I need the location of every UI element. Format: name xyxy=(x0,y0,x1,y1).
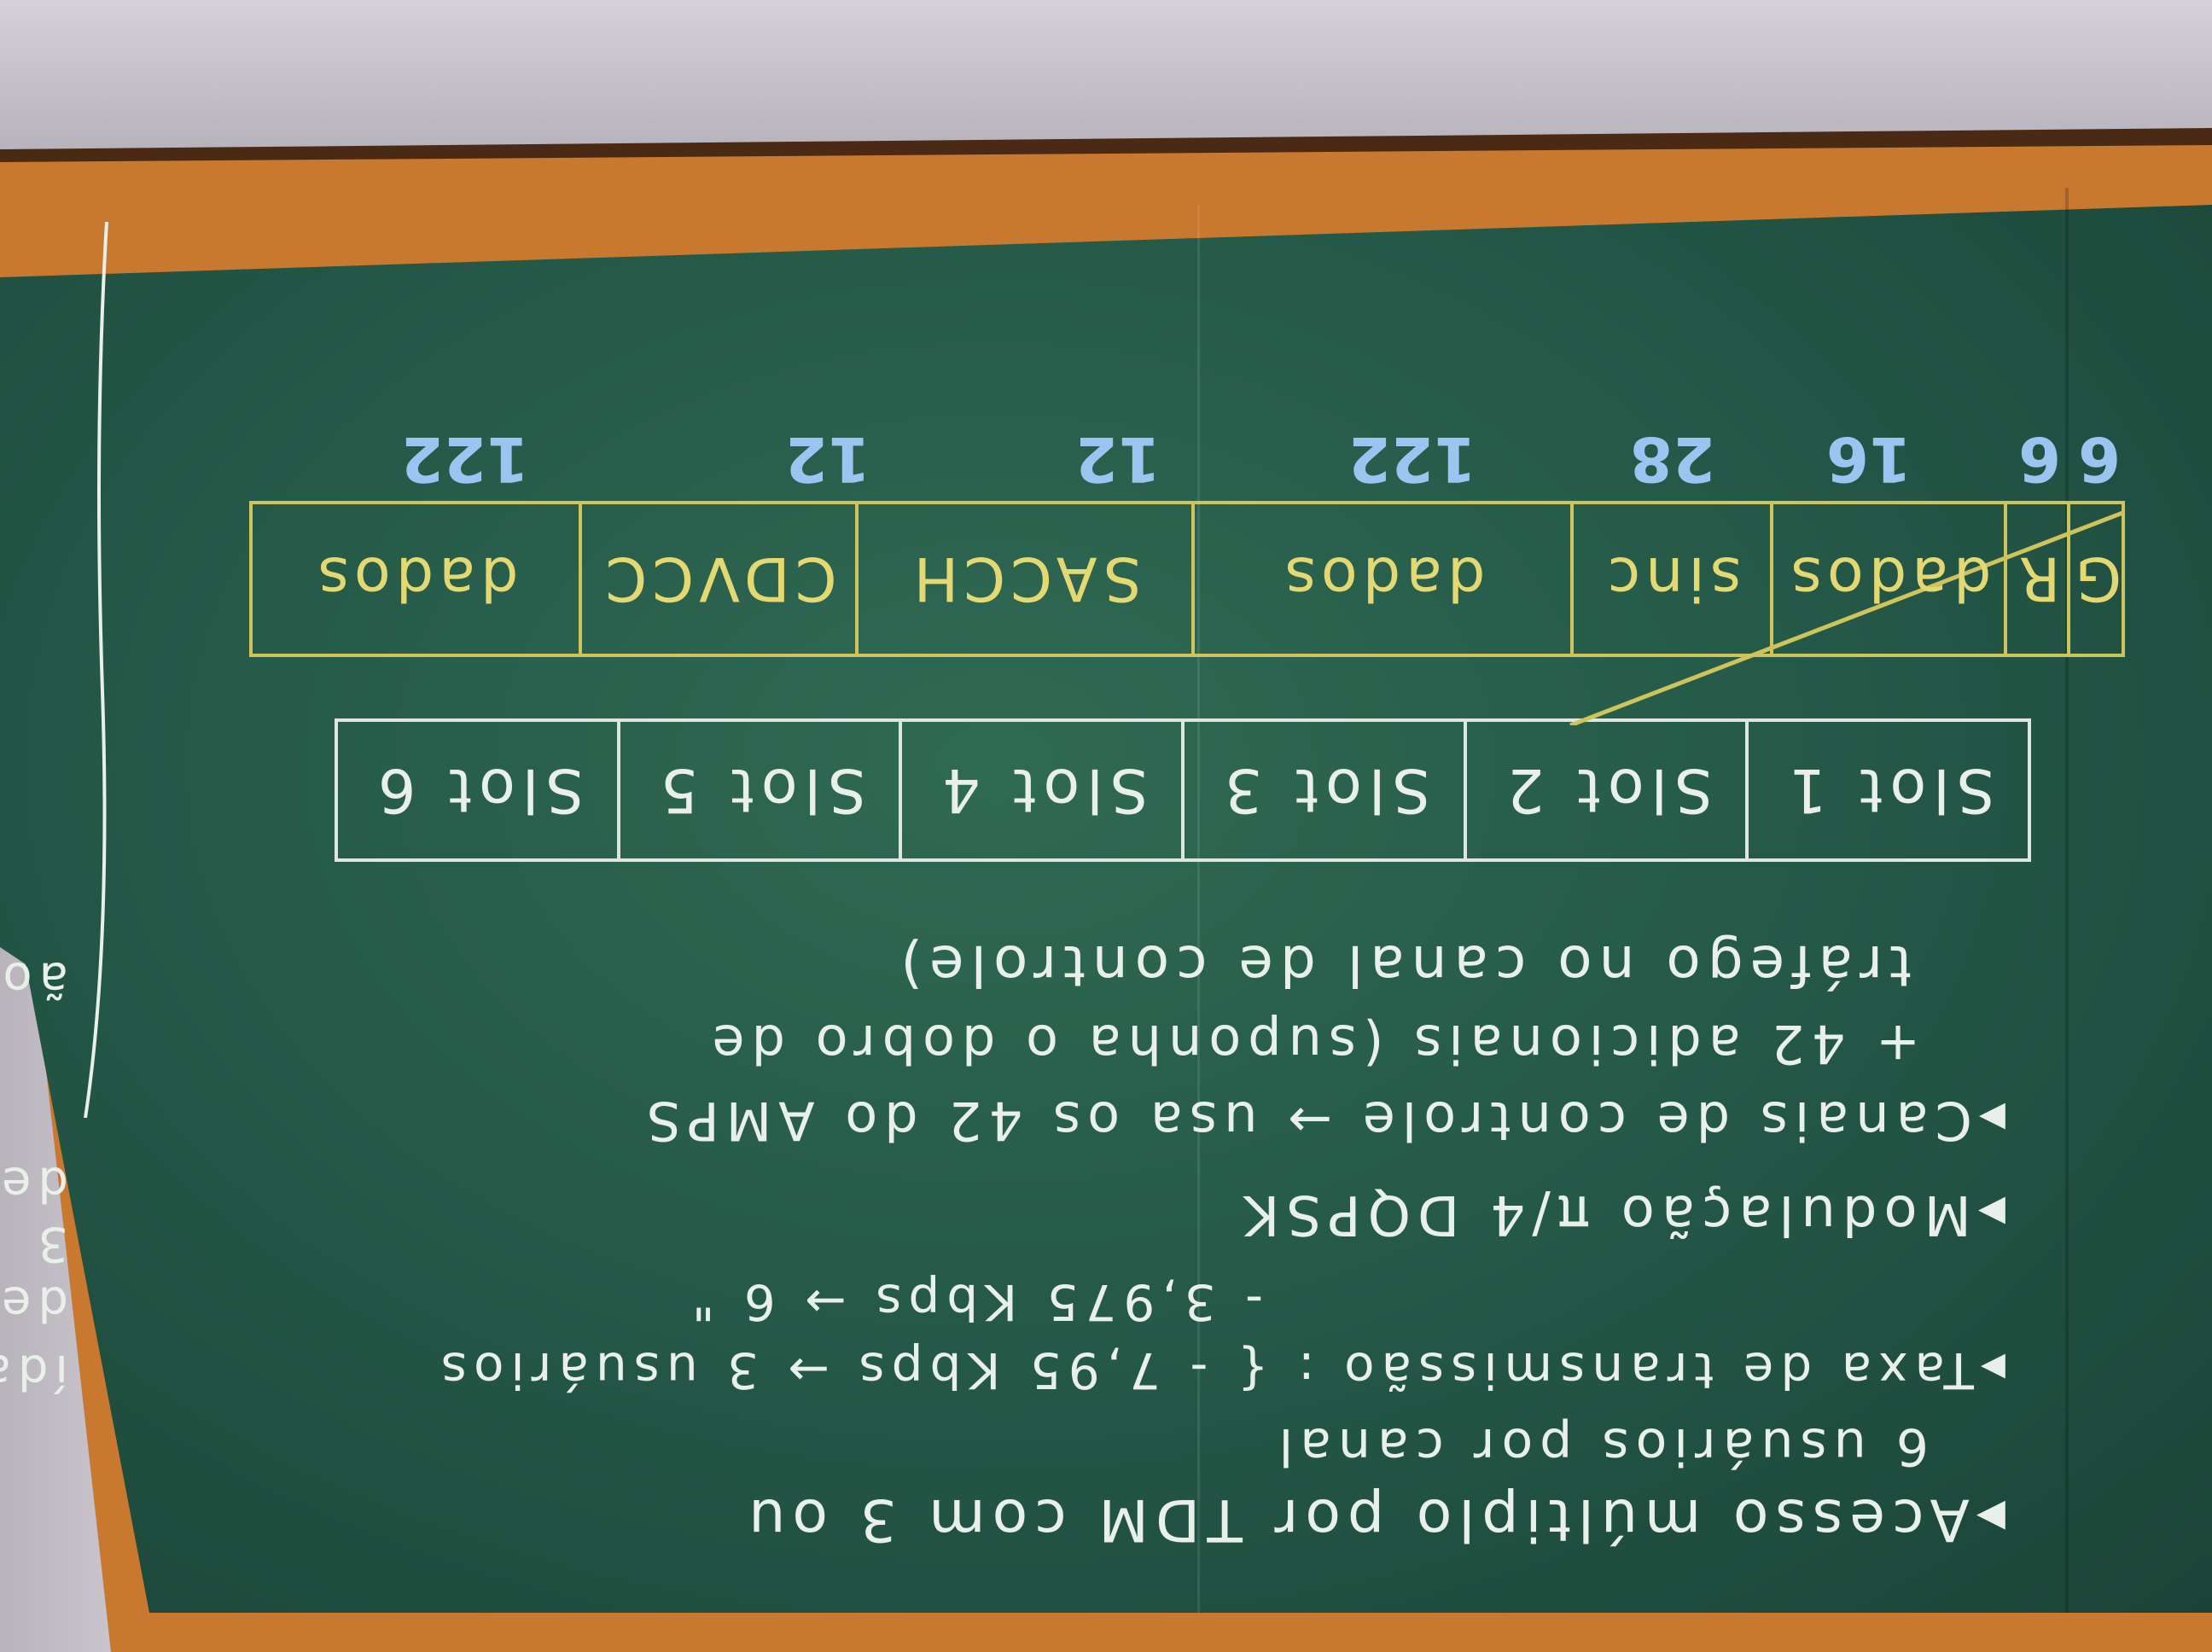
bits-sacch: 12 xyxy=(1074,423,1161,495)
field-dados-3: dados xyxy=(312,544,519,614)
bits-g: 6 xyxy=(2077,423,2121,495)
slot-1: Slot 1 xyxy=(1745,722,2028,858)
tdm-slot-row: Slot 1 Slot 2 Slot 3 Slot 4 Slot 5 Slot … xyxy=(335,718,2031,862)
bits-cdvcc: 12 xyxy=(784,423,870,495)
note-line-6: ▸Canais de controle → usa os 42 do AMPS xyxy=(639,1090,2005,1152)
note-line-2: 6 usuários por canal xyxy=(1272,1416,1929,1476)
note-line-3: ▸Taxa de transmissão : { - 7,95 Kbps → 3… xyxy=(434,1341,2005,1399)
frame-bit-counts: 6 6 16 28 122 12 12 122 xyxy=(256,418,2125,495)
note-line-5: ▸Modulação π/4 DQPSK xyxy=(1237,1183,2005,1246)
field-cdvcc: CDVCC xyxy=(579,504,855,654)
fragment-4: de xyxy=(0,1156,68,1212)
field-dados-2: dados xyxy=(1191,504,1570,654)
bits-sinc: 28 xyxy=(1629,423,1715,495)
board-panel-edge xyxy=(2065,188,2069,1613)
field-r: R xyxy=(2004,504,2067,654)
note-line-1: ▸Acesso múltiplo por TDM com 3 ou xyxy=(742,1486,2005,1553)
fragment-5: ão xyxy=(0,951,68,1007)
slot-2: Slot 2 xyxy=(1463,722,1746,858)
bits-dados-3: 122 xyxy=(400,423,529,495)
fragment-2: de xyxy=(0,1276,68,1331)
bits-dados-2: 122 xyxy=(1348,423,1476,495)
slot-4: Slot 4 xyxy=(899,722,1181,858)
board-seam xyxy=(1197,205,1200,1613)
slot-frame-structure: G R dados sinc dados SACCH CDVCC dados xyxy=(249,501,2125,657)
chalkboard xyxy=(0,205,2212,1613)
field-sinc: sinc xyxy=(1570,504,1770,654)
chalk-writing: ▸Acesso múltiplo por TDM com 3 ou 6 usuá… xyxy=(0,205,2133,1613)
slot-5: Slot 5 xyxy=(616,722,899,858)
slot-6: Slot 6 xyxy=(370,755,584,825)
note-line-7: + 42 adicionais (suponha o dobro de xyxy=(705,1013,1920,1075)
wall-background xyxy=(0,0,2212,149)
field-g: G xyxy=(2067,504,2122,654)
fragment-3: 3 xyxy=(31,1216,68,1271)
slot-3: Slot 3 xyxy=(1180,722,1464,858)
note-line-8: tráfego no canal de controle) xyxy=(894,933,1912,998)
field-sacch: SACCH xyxy=(855,504,1191,654)
slot-expansion-lines xyxy=(1569,509,2125,725)
chalk-bracket xyxy=(84,222,108,1118)
note-line-4: - 3,975 Kbps → 6 " xyxy=(684,1273,1263,1331)
fragment-1: ída xyxy=(0,1344,68,1399)
field-dados-1: dados xyxy=(1770,504,2004,654)
bits-r: 6 xyxy=(2017,423,2061,495)
bits-dados-1: 16 xyxy=(1825,423,1912,495)
